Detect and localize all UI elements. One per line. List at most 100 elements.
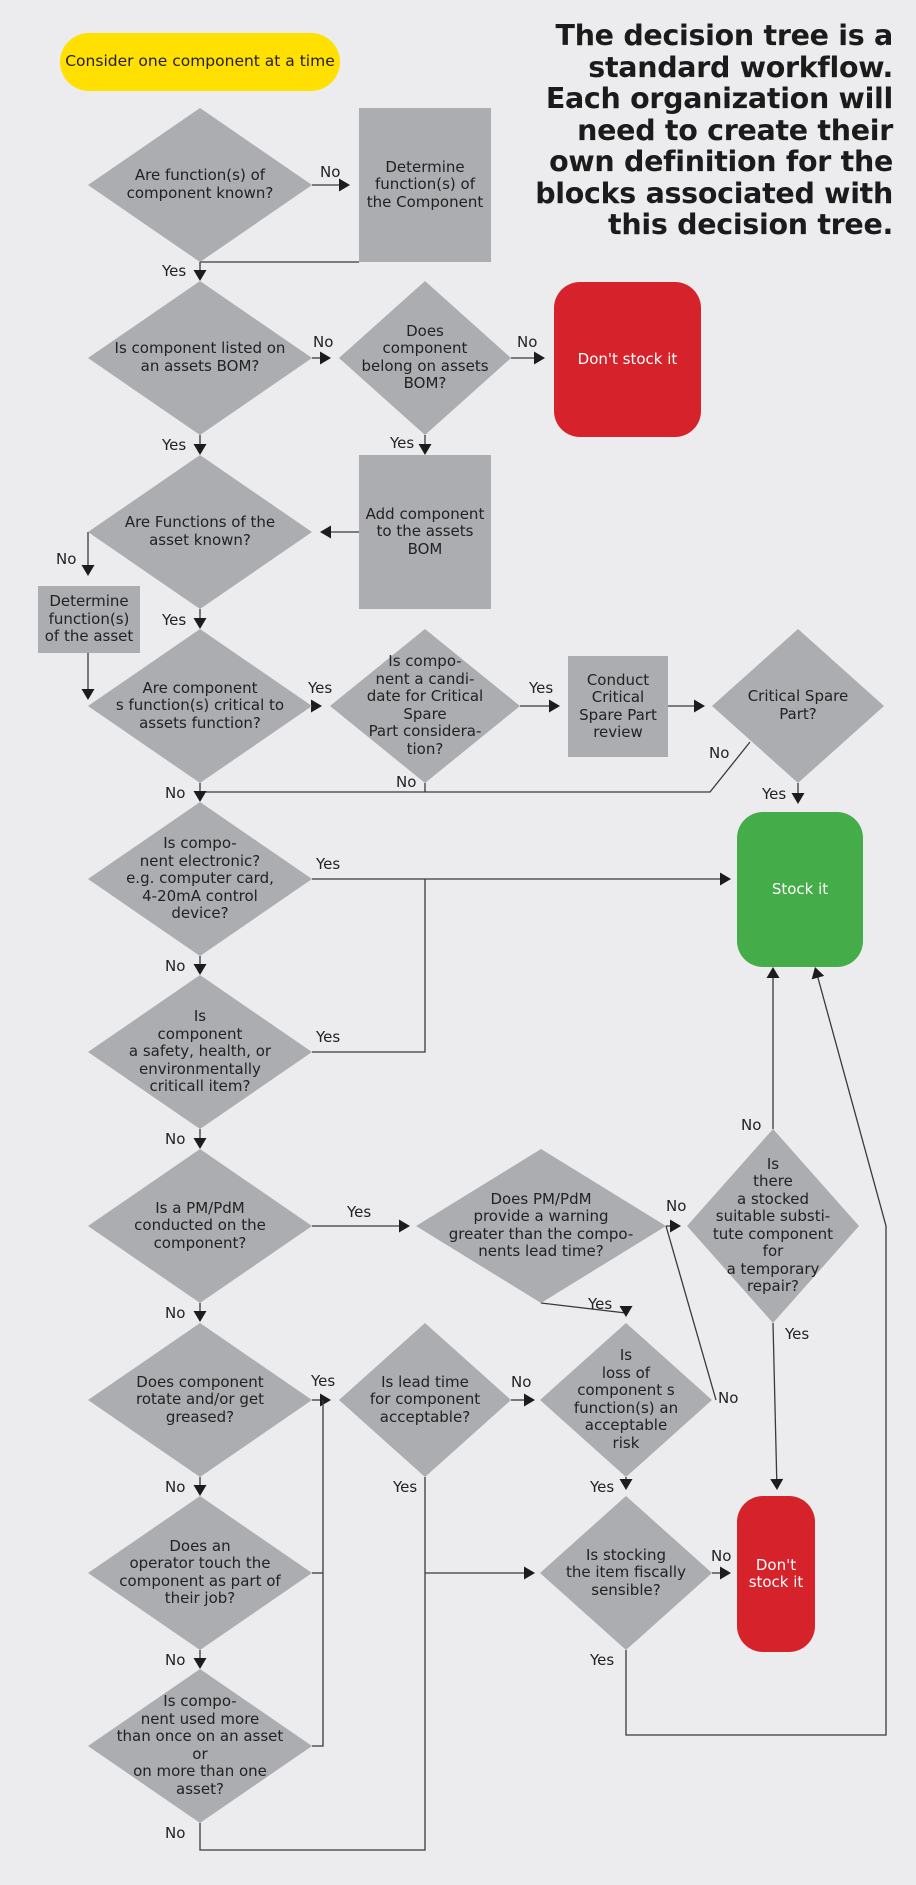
arrowhead [720, 872, 731, 886]
edge-label-no: No [165, 1304, 186, 1322]
edge-label-no: No [56, 550, 77, 568]
q-fiscally-sensible-shape [540, 1496, 712, 1650]
title-line: The decision tree is a [555, 19, 894, 52]
connector-line [772, 1322, 778, 1482]
edge-label-yes: Yes [316, 855, 341, 873]
edge-label-yes: Yes [311, 1372, 336, 1390]
arrowhead [619, 1479, 633, 1490]
connector-line [625, 975, 887, 1736]
arrowhead [81, 565, 95, 576]
arrowhead [811, 967, 825, 980]
arrowhead [534, 351, 545, 365]
edge-label-no: No [165, 957, 186, 975]
arrowhead [320, 351, 331, 365]
title-line: Each organization will [545, 82, 893, 115]
arrowhead [193, 1485, 207, 1496]
q-candidate-csp-shape [330, 629, 520, 783]
title-line: own definition for the [549, 145, 893, 178]
q-loss-risk-shape [540, 1323, 712, 1477]
edge-label-yes: Yes [762, 785, 787, 803]
edge-label-no: No [165, 1824, 186, 1842]
stock-it-shape [737, 812, 863, 967]
determine-asset-function-shape [38, 586, 140, 653]
arrowhead [524, 1393, 535, 1407]
edge-label-no: No [396, 773, 417, 791]
arrowhead [791, 793, 805, 804]
connector-line [199, 1477, 426, 1851]
edge-label-no: No [718, 1389, 739, 1407]
add-to-bom-shape [359, 455, 491, 609]
edge-label-yes: Yes [393, 1478, 418, 1496]
edge-label-no: No [711, 1547, 732, 1565]
edge-label-yes: Yes [588, 1295, 613, 1313]
connector-line [200, 741, 751, 793]
edge-label-no: No [320, 163, 341, 181]
edge-label-no: No [517, 333, 538, 351]
q-substitute-shape [687, 1129, 859, 1323]
connector-line [665, 1225, 717, 1401]
edge-label-yes: Yes [590, 1651, 615, 1669]
arrowhead [193, 618, 207, 629]
edge-label-yes: Yes [785, 1325, 810, 1343]
q-belong-bom-shape [339, 281, 511, 435]
page-title: The decision tree is a standard workflow… [473, 20, 893, 241]
q-rotate-shape [88, 1323, 312, 1477]
edge-label-yes: Yes [162, 611, 187, 629]
edge-label-no: No [511, 1373, 532, 1391]
q-electronic-shape [88, 802, 312, 956]
q-functions-critical-shape [88, 629, 312, 783]
q-asset-functions-known-shape [88, 455, 312, 609]
connector-line [312, 879, 426, 1053]
arrowhead [193, 1138, 207, 1149]
edge-label-no: No [741, 1116, 762, 1134]
arrowhead [193, 964, 207, 975]
edge-label-no: No [165, 1130, 186, 1148]
title-line: standard workflow. [588, 50, 893, 84]
determine-component-function-shape [359, 108, 491, 262]
arrowhead [770, 1478, 784, 1490]
arrowhead [311, 699, 322, 713]
arrowhead [193, 791, 207, 802]
arrowhead [619, 1306, 633, 1317]
arrowhead [670, 1219, 681, 1233]
arrowhead [720, 1566, 731, 1580]
title-line: need to create their [577, 113, 893, 147]
arrowhead [193, 1658, 207, 1669]
edge-label-no: No [313, 333, 334, 351]
q-pm-pdm-shape [88, 1149, 312, 1303]
edge-label-yes: Yes [308, 679, 333, 697]
edge-label-yes: Yes [529, 679, 554, 697]
arrowhead [193, 270, 207, 281]
arrowhead [418, 444, 432, 455]
arrowhead [694, 699, 705, 713]
arrowhead [339, 178, 350, 192]
q-listed-bom-shape [88, 281, 312, 435]
q-function-known-shape [88, 108, 312, 262]
edge-label-yes: Yes [590, 1478, 615, 1496]
arrowhead [549, 699, 560, 713]
q-operator-touch-shape [88, 1496, 312, 1650]
edge-label-yes: Yes [162, 262, 187, 280]
start-shape [60, 33, 340, 91]
edge-label-no: No [165, 784, 186, 802]
q-critical-spare-shape [712, 629, 884, 783]
arrowhead [193, 444, 207, 455]
edge-label-no: No [165, 1478, 186, 1496]
edge-label-yes: Yes [162, 436, 187, 454]
arrowhead [399, 1219, 410, 1233]
q-pm-warning-shape [416, 1149, 666, 1303]
edge-label-no: No [666, 1197, 687, 1215]
arrowhead [81, 689, 95, 700]
edge-label-no: No [709, 744, 730, 762]
edge-label-yes: Yes [316, 1028, 341, 1046]
arrowhead [320, 525, 331, 539]
arrowhead [766, 967, 780, 978]
arrowhead [524, 1566, 535, 1580]
connector-line [312, 1400, 324, 1747]
title-line: blocks associated with [535, 176, 893, 210]
q-used-more-shape [88, 1669, 312, 1823]
edge-label-no: No [165, 1651, 186, 1669]
